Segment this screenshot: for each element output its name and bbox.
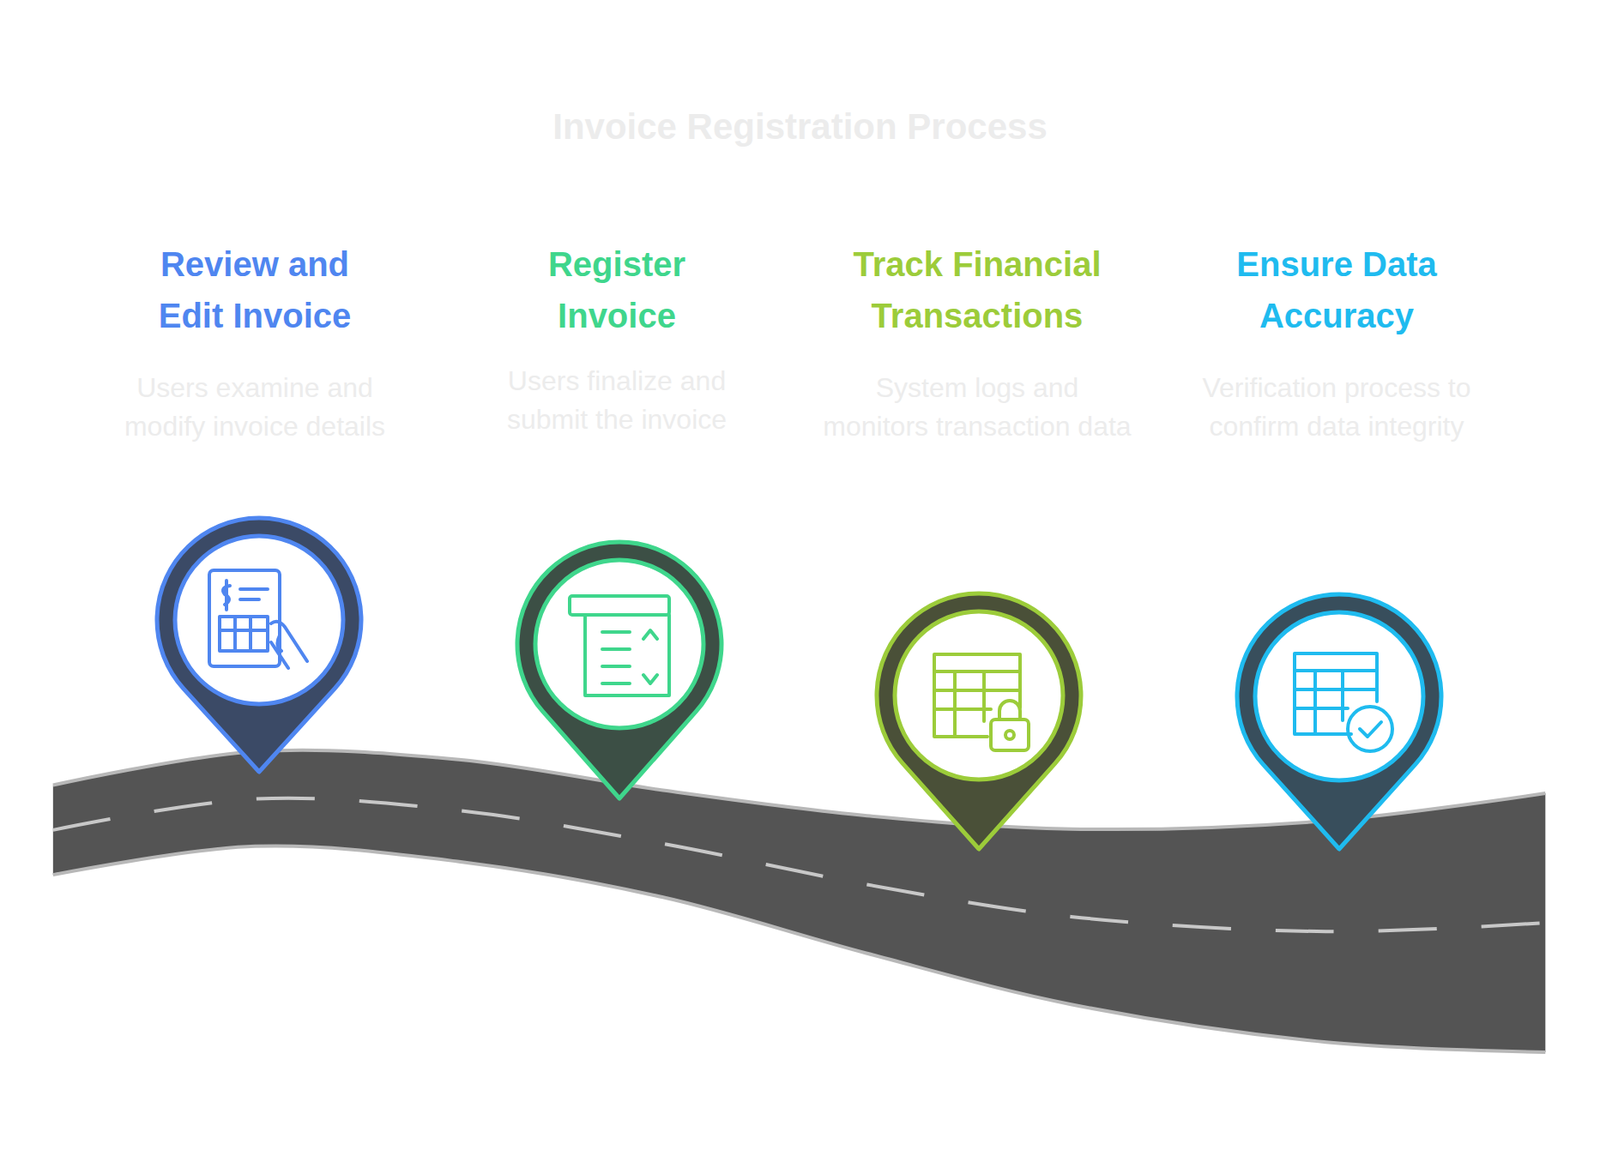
step-heading: Ensure Data Accuracy [1207, 238, 1466, 342]
step-description: System logs and monitors transaction dat… [822, 368, 1132, 447]
pin-face [894, 611, 1063, 780]
step-description: Verification process to confirm data int… [1182, 368, 1492, 447]
step-label: Track Financial TransactionsSystem logs … [805, 238, 1149, 447]
pin-face [535, 560, 704, 729]
step-description: Users finalize and submit the invoice [470, 362, 763, 440]
diagram-title: Invoice Registration Process [0, 106, 1600, 148]
step-label: Review and Edit InvoiceUsers examine and… [100, 238, 410, 447]
pin-body [156, 518, 362, 773]
pin-body [1237, 594, 1442, 850]
step-description: Users examine and modify invoice details [108, 368, 401, 447]
road-edge [53, 845, 1546, 1053]
pin-face [175, 536, 344, 705]
map-pin [1237, 594, 1442, 850]
pin-body [876, 593, 1081, 850]
step-icon [1294, 653, 1393, 752]
map-pin [876, 593, 1081, 850]
pin-body [517, 542, 722, 799]
step-icon [209, 570, 308, 669]
step-heading: Track Financial Transactions [814, 238, 1141, 342]
step-icon [569, 596, 670, 696]
step-label: Ensure Data AccuracyVerification process… [1173, 238, 1500, 447]
step-heading: Review and Edit Invoice [134, 238, 375, 342]
map-pin [517, 542, 722, 799]
step-icon [934, 654, 1029, 751]
step-label: Register InvoiceUsers finalize and submi… [462, 238, 772, 440]
map-pin [156, 518, 362, 773]
step-heading: Register Invoice [505, 238, 729, 342]
pin-face [1255, 612, 1424, 781]
